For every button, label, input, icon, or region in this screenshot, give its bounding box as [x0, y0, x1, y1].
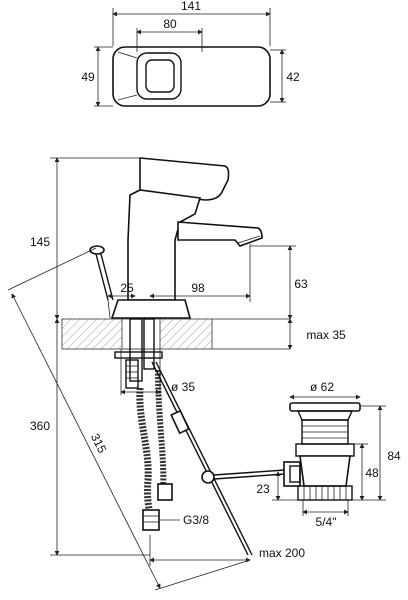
faucet-base: [110, 299, 192, 319]
hose-nut-left: [142, 509, 160, 531]
faucet-side-view: [89, 157, 263, 319]
dim-top-height-right: 42: [286, 70, 300, 84]
dim-spout-reach: 98: [191, 281, 205, 295]
faucet-spout: [177, 221, 263, 247]
dim-drain-offset: 23: [256, 482, 270, 496]
drain-rod: [151, 361, 286, 556]
dim-drain-thread: 5/4": [316, 515, 337, 529]
faucet-lever: [139, 157, 230, 201]
top-view-handle: [136, 52, 182, 100]
dim-top-width: 141: [181, 0, 201, 13]
dim-drain-height: 84: [387, 449, 401, 463]
top-view: [112, 46, 271, 107]
pull-rod-knob: [89, 245, 105, 255]
dim-top-inner: 80: [163, 17, 177, 31]
dim-faucet-height: 145: [30, 235, 50, 249]
drain-assembly: [283, 402, 361, 501]
countertop: [61, 318, 290, 350]
dim-hole-diameter: ø 35: [171, 380, 195, 394]
dim-spout-height: 63: [294, 277, 308, 291]
dim-hose-thread: G3/8: [183, 513, 209, 527]
drain-cap: [289, 402, 361, 412]
dim-rod-max: max 200: [259, 546, 305, 560]
faucet-body: [127, 189, 202, 301]
hose-nut-right: [157, 483, 173, 501]
dim-top-height-left: 49: [81, 70, 95, 84]
dim-drain-inner: 48: [365, 466, 379, 480]
dim-total-height: 360: [30, 419, 50, 433]
dim-drain-diameter: ø 62: [310, 380, 334, 394]
dim-pull-rod: 25: [120, 281, 134, 295]
dim-counter-max: max 35: [306, 328, 346, 342]
top-view-plate: [112, 46, 271, 107]
